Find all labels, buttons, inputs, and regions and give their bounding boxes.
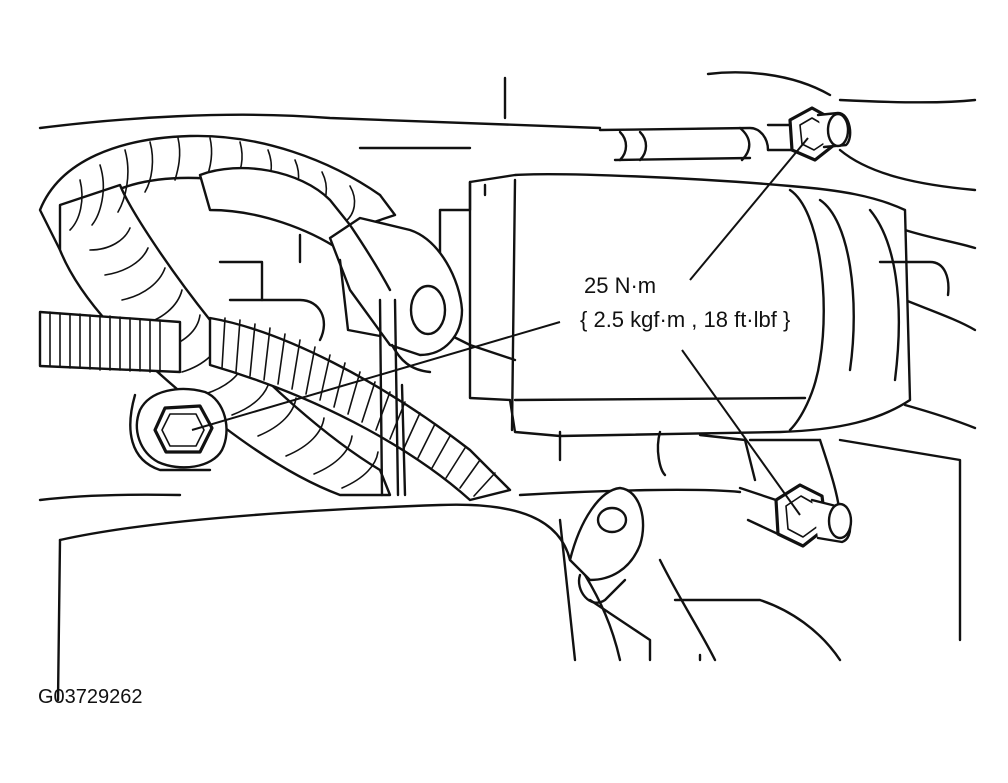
cable-terminal xyxy=(200,168,462,372)
starter-motor-body xyxy=(440,128,948,480)
figure-code: G03729262 xyxy=(38,686,143,708)
hex-nut-stud-icon xyxy=(768,108,850,160)
torque-spec-alternate: { 2.5 kgf·m , 18 ft·lbf } xyxy=(578,307,793,333)
hex-nut-stud-icon xyxy=(740,485,851,546)
engine-block-background xyxy=(40,72,975,700)
support-rods xyxy=(380,300,405,495)
mounting-bracket xyxy=(570,488,650,660)
corrugated-conduit xyxy=(40,312,510,500)
torque-leader-lines xyxy=(192,138,808,515)
torque-spec-metric: 25 N·m xyxy=(582,273,659,299)
hex-bolt-icon xyxy=(137,389,227,467)
